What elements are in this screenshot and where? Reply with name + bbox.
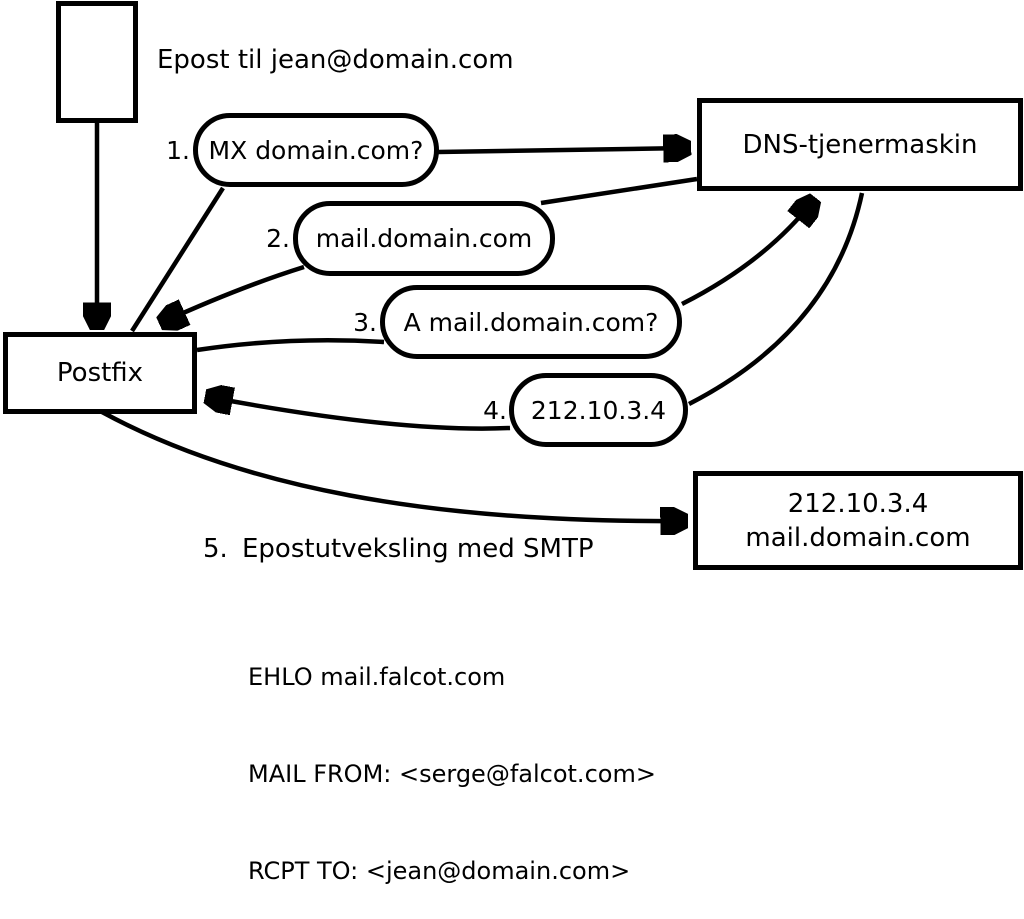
edge-dns-to-response4 <box>687 192 865 407</box>
step-number-1: 1. <box>166 135 190 165</box>
message-a-response: 212.10.3.4 <box>509 373 688 447</box>
dns-server-node: DNS-tjenermaskin <box>697 98 1023 191</box>
smtp-line: RCPT TO: <jean@domain.com> <box>248 857 631 886</box>
step-5-caption: 5. Epostutveksling med SMTP <box>203 534 594 564</box>
postfix-node: Postfix <box>3 332 197 414</box>
mail-server-node: 212.10.3.4 mail.domain.com <box>693 471 1023 570</box>
postfix-label: Postfix <box>56 358 144 388</box>
mail-server-hostname: mail.domain.com <box>745 522 971 553</box>
smtp-line: MAIL FROM: <serge@falcot.com> <box>248 760 656 789</box>
message-a-query-label: A mail.domain.com? <box>403 307 659 337</box>
arrow-query3-to-dns <box>680 201 813 307</box>
edge-dns-to-response2 <box>540 176 698 206</box>
edge-postfix-to-query3 <box>196 337 385 353</box>
step-number-3: 3. <box>353 307 377 337</box>
message-mx-response: mail.domain.com <box>293 201 555 276</box>
message-mx-query-label: MX domain.com? <box>208 135 424 165</box>
arrow-response4-to-postfix <box>209 397 511 431</box>
dns-server-label: DNS-tjenermaskin <box>742 129 978 160</box>
message-mx-response-label: mail.domain.com <box>315 224 533 253</box>
message-a-query: A mail.domain.com? <box>380 285 682 359</box>
edge-postfix-to-query1 <box>130 186 225 333</box>
smtp-line: EHLO mail.falcot.com <box>248 662 506 691</box>
mail-server-ip: 212.10.3.4 <box>787 488 929 519</box>
arrow-postfix-to-mailserver <box>100 410 684 521</box>
envelope-shape <box>56 1 138 123</box>
arrow-query1-to-dns <box>437 148 687 152</box>
message-mx-query: MX domain.com? <box>193 113 439 187</box>
step-number-4: 4. <box>483 395 507 425</box>
step-number-2: 2. <box>266 224 290 253</box>
step-number-5: 5. <box>203 534 228 564</box>
smtp-session-block: EHLO mail.falcot.com MAIL FROM: <serge@f… <box>248 596 656 919</box>
message-a-response-label: 212.10.3.4 <box>530 395 667 425</box>
step-5-label: Epostutveksling med SMTP <box>242 534 594 564</box>
arrow-response2-to-postfix <box>163 264 305 322</box>
email-note: Epost til jean@domain.com <box>157 45 514 75</box>
